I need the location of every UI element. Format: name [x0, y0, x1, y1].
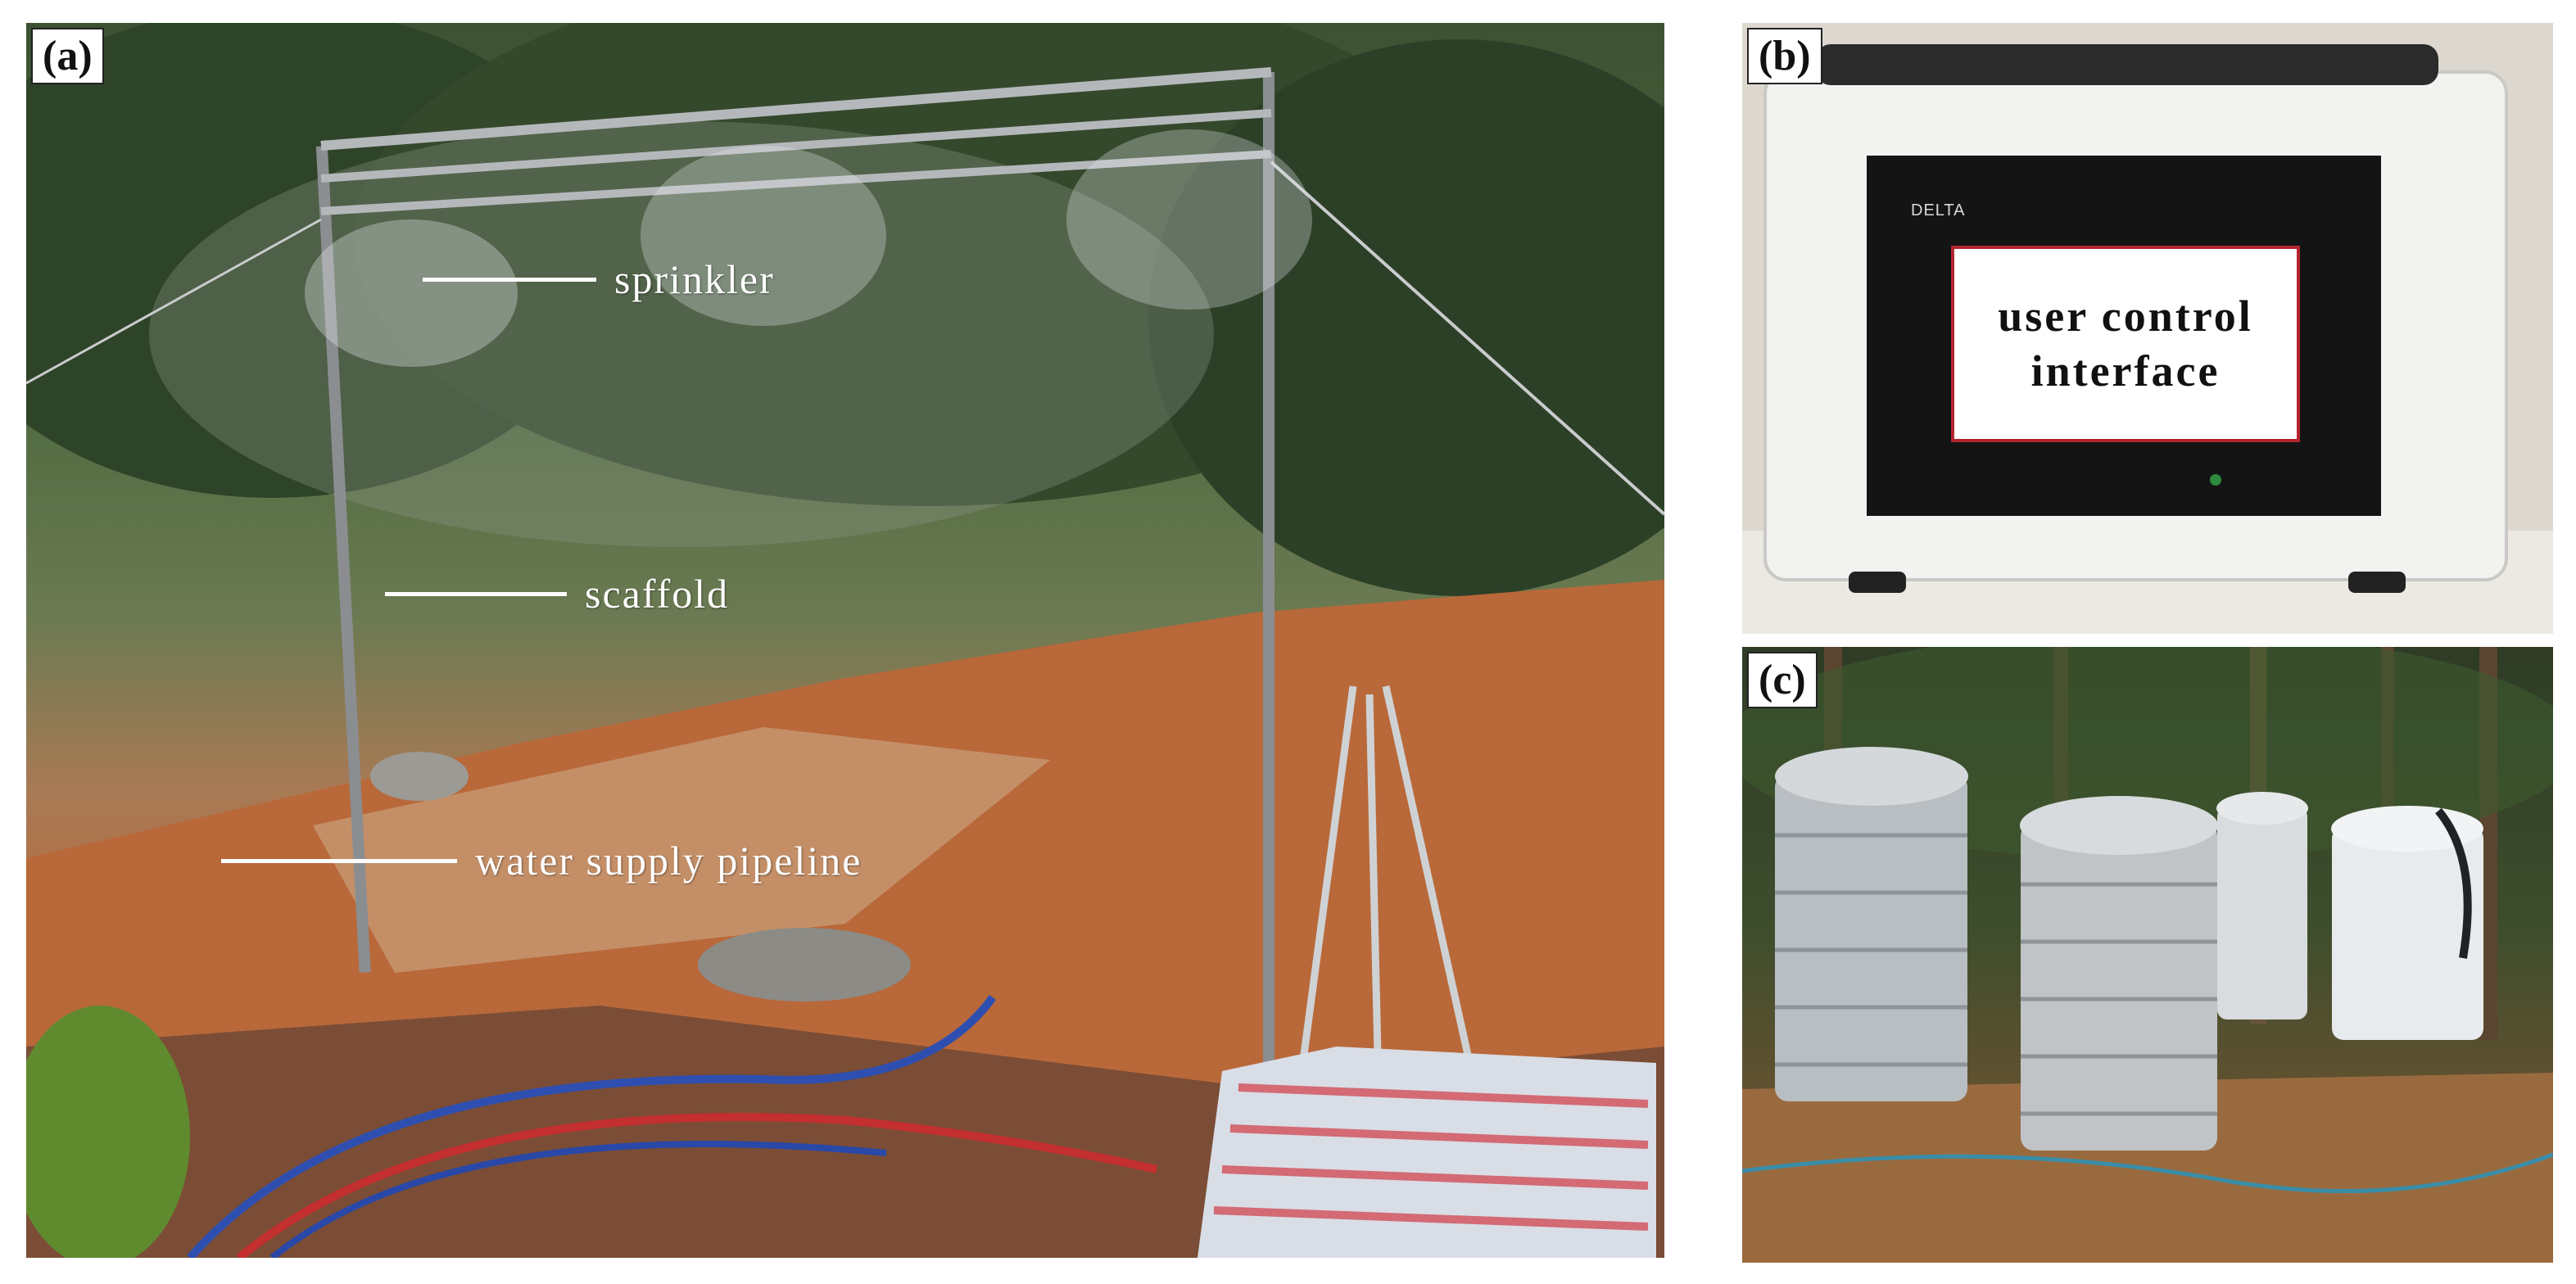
- panel-b-label: (b): [1747, 28, 1822, 85]
- scaffold-label: scaffold: [585, 571, 730, 617]
- scaffold-leader-line: [385, 591, 567, 596]
- panel-b-photo: DELTA user control interface (b): [1742, 23, 2553, 634]
- screen-label-line-1: user control: [1998, 291, 2253, 341]
- panel-c-photo: (c): [1742, 647, 2553, 1263]
- sprinkler-label: sprinkler: [614, 256, 775, 302]
- water-supply-pipeline-callout: water supply pipeline: [221, 837, 862, 884]
- field-scene-illustration: [26, 23, 1664, 1258]
- sprinkler-leader-line: [423, 277, 596, 282]
- panel-a-label: (a): [31, 28, 104, 85]
- screen-label-line-2: interface: [2030, 346, 2221, 396]
- panel-c-label: (c): [1747, 652, 1818, 709]
- delta-brand-logo: DELTA: [1911, 201, 1966, 219]
- user-control-interface-screen: user control interface: [1951, 246, 2300, 442]
- water-tanks-illustration: [1742, 647, 2553, 1263]
- panel-a-photo: (a) sprinkler scaffold water supply pipe…: [26, 23, 1664, 1258]
- pipeline-leader-line: [221, 858, 457, 863]
- water-supply-pipeline-label: water supply pipeline: [475, 838, 862, 884]
- scaffold-callout: scaffold: [385, 570, 729, 617]
- sprinkler-callout: sprinkler: [423, 255, 775, 303]
